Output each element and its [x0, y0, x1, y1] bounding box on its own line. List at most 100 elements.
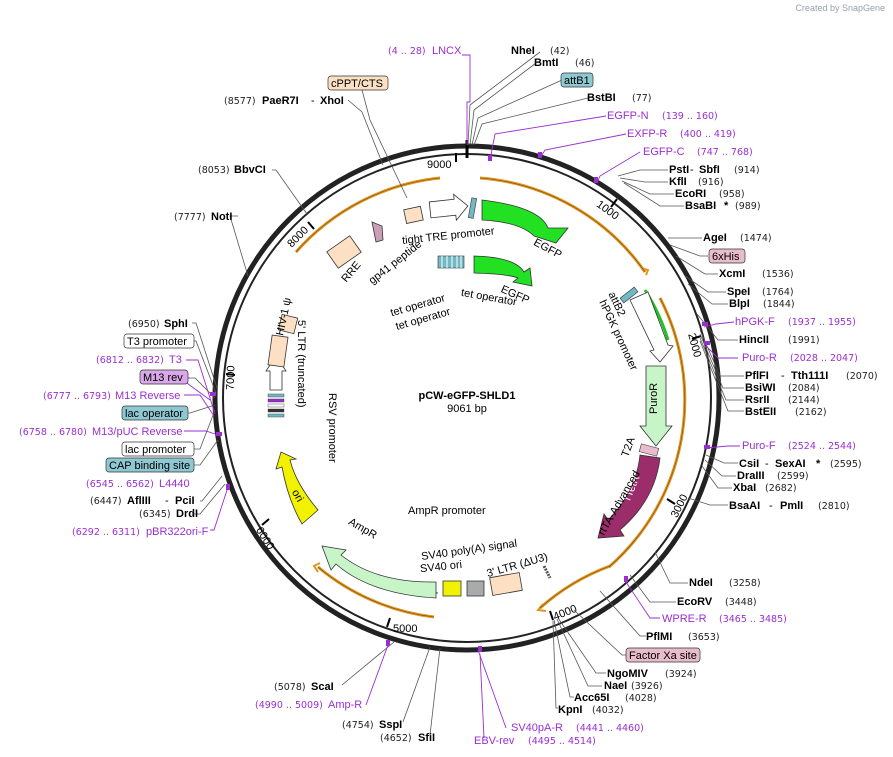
egfp-n-name: EGFP-N	[607, 110, 649, 122]
afliii-pos: (6447)	[90, 496, 122, 507]
attb1-label: attB1	[564, 75, 590, 87]
puro-f-pos: (2524 .. 2544)	[788, 441, 856, 452]
psti-dash: -	[690, 164, 694, 176]
kpni-name: KpnI	[558, 704, 582, 716]
hincii-name: HincII	[739, 334, 769, 346]
pflfi-pos: (2070)	[846, 371, 878, 382]
ori-arrow	[275, 451, 319, 525]
m13puc-pos: (6758 .. 6780)	[19, 427, 87, 438]
ampr-promoter-label: AmpR promoter	[408, 505, 486, 517]
bmti-pos: (46)	[575, 58, 595, 69]
ngomiv-pos: (3924)	[665, 669, 697, 680]
ltr3-box	[489, 572, 523, 596]
tick-4000: 4000	[552, 603, 579, 623]
hiv-psi-box	[277, 313, 299, 335]
bsabi-name: BsaBI	[685, 200, 716, 212]
sspi-name: SspI	[379, 719, 402, 731]
csii-star: *	[816, 458, 821, 470]
egfp-outer-arrow	[481, 199, 569, 244]
wpre-r-name: WPRE-R	[662, 613, 707, 625]
gp41-box	[403, 205, 424, 224]
ebv-rev-pos: (4495 .. 4514)	[528, 736, 596, 747]
snapgene-credit: Created by SnapGene	[795, 3, 885, 13]
drdi-name: DrdI	[176, 508, 198, 520]
bstbi-name: BstBI	[587, 92, 616, 104]
bbvci-pos: (8053)	[198, 165, 230, 176]
xcmi-pos: (1536)	[762, 269, 794, 280]
rsrii-name: RsrII	[745, 394, 769, 406]
tight-tre-arrow	[428, 193, 469, 222]
lac-region-stack	[267, 393, 285, 418]
xcmi-name: XcmI	[719, 268, 745, 280]
bsteii-name: BstEII	[745, 406, 776, 418]
sfii-pos: (4652)	[380, 733, 412, 744]
puro-r-pos: (2028 .. 2047)	[790, 353, 858, 364]
wpre-r-pos: (3465 .. 3485)	[719, 614, 787, 625]
drdi-pos: (6345)	[139, 509, 171, 520]
afliii-dash: -	[165, 495, 169, 507]
psti-pos: (914)	[734, 165, 760, 176]
sv40pa-box	[466, 580, 485, 597]
exfp-r-pos: (400 .. 419)	[680, 129, 736, 140]
naei-pos: (3926)	[631, 681, 663, 692]
m13rev-p-name: M13 Reverse	[115, 390, 180, 402]
acc65i-pos: (4028)	[625, 693, 657, 704]
rsrii-pos: (2144)	[788, 395, 820, 406]
lac-promoter-label: lac promoter	[125, 444, 186, 456]
blpi-name: BlpI	[729, 298, 750, 310]
sphi-name: SphI	[164, 318, 188, 330]
bsiwi-pos: (2084)	[788, 383, 820, 394]
bsabi-pos: (989)	[735, 201, 761, 212]
paer7i-name: PaeR7I	[262, 95, 299, 107]
paer7i-dash: -	[311, 95, 315, 107]
factor-xa-label: Factor Xa site	[629, 650, 697, 662]
lncx-name: LNCX	[432, 45, 462, 57]
scai-pos: (5078)	[274, 682, 306, 693]
tre-teal-box	[467, 197, 478, 219]
nhei-pos: (42)	[550, 46, 570, 57]
m13-rev-tag: M13 rev	[139, 369, 189, 385]
his6-label: 6xHis	[712, 251, 740, 263]
puror-label: PuroR	[648, 383, 660, 414]
ltr3-hatch	[542, 565, 552, 579]
ampr-label: AmpR	[346, 516, 379, 542]
draiii-name: DraIII	[737, 470, 765, 482]
ndei-name: NdeI	[689, 577, 713, 589]
bsabi-star: *	[724, 200, 729, 212]
acc65i-name: Acc65I	[574, 692, 609, 704]
amp-r-name: Amp-R	[328, 699, 362, 711]
t3-name: T3	[169, 354, 182, 366]
pbr322-name: pBR322ori-F	[146, 526, 209, 538]
pflmi-pos: (3653)	[688, 632, 720, 643]
sphi-pos: (6950)	[128, 319, 160, 330]
puro-f-name: Puro-F	[742, 440, 776, 452]
amp-r-pos: (4990 .. 5009)	[255, 700, 323, 711]
csii-name: CsiI	[739, 458, 759, 470]
plasmid-name: pCW-eGFP-SHLD1	[419, 390, 516, 402]
ori-label: ori	[289, 488, 306, 505]
sv40-polya-label: SV40 poly(A) signal	[420, 538, 517, 563]
sv40pa-r-name: SV40pA-R	[511, 722, 563, 734]
xhoi-name: XhoI	[320, 95, 344, 107]
egfp-inner-arrow	[473, 255, 533, 287]
sbfi-name: SbfI	[699, 164, 720, 176]
egfp-n-pos: (139 .. 160)	[662, 111, 718, 122]
ltr5-label: 5' LTR (truncated)	[295, 320, 307, 407]
naei-name: NaeI	[604, 680, 627, 692]
m13-rev-label: M13 rev	[143, 372, 183, 384]
xbai-name: XbaI	[733, 482, 756, 494]
hincii-pos: (1991)	[788, 335, 820, 346]
primer-ticks	[210, 152, 710, 652]
his6-tag: 6xHis	[708, 248, 746, 264]
bsaai-name: BsaAI	[729, 500, 760, 512]
cap-binding-tag: CAP binding site	[105, 457, 195, 473]
hpgk-f-pos: (1937 .. 1955)	[788, 317, 856, 328]
pcii-name: PciI	[175, 495, 195, 507]
pflfi-name: PflFI	[745, 370, 769, 382]
sv40-ori-label: SV40 ori	[419, 559, 462, 575]
csii-pos: (2595)	[830, 459, 862, 470]
t3-pos: (6812 .. 6832)	[96, 355, 164, 366]
tick-1000: 1000	[594, 198, 621, 222]
cppt-label: cPPT/CTS	[331, 78, 383, 90]
ecori-pos: (958)	[719, 189, 745, 200]
